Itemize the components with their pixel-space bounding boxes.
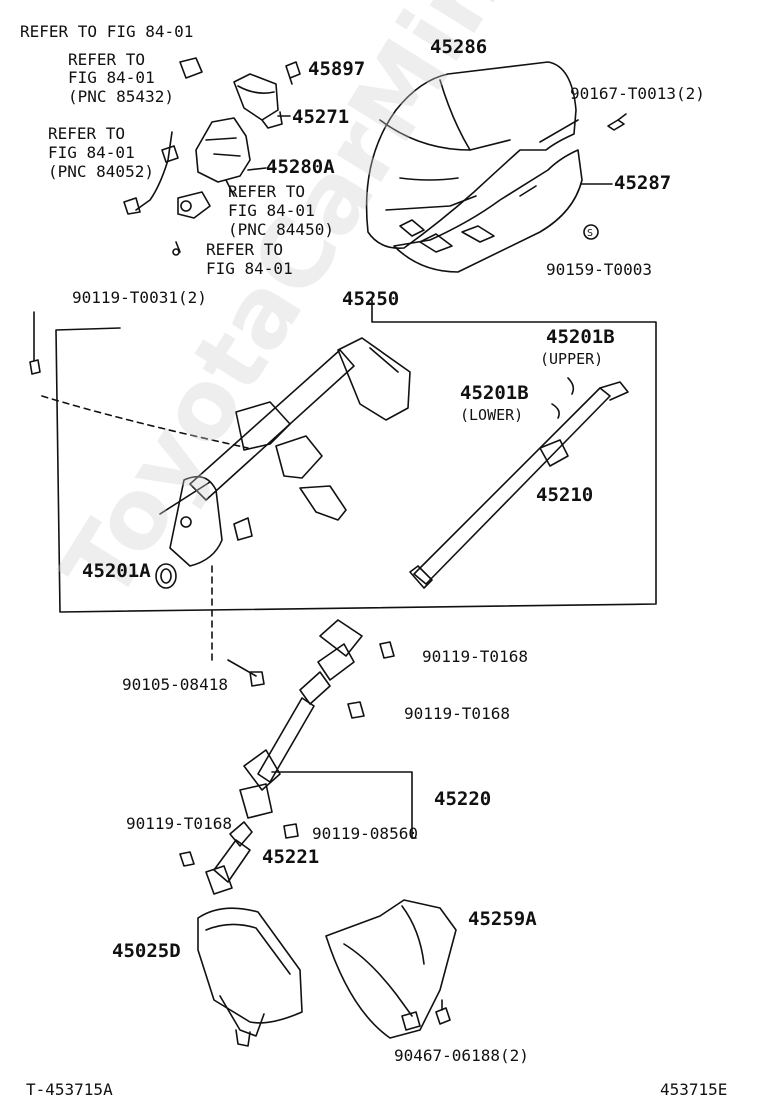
label-refer-plain-line1: REFER TO xyxy=(206,240,284,259)
steering-column-assembly xyxy=(159,337,411,567)
clip-90159-icon: S xyxy=(583,224,599,240)
bushing-45201A-icon xyxy=(155,563,177,589)
part-90119-t0031: 90119-T0031(2) xyxy=(72,288,207,307)
part-45287: 45287 xyxy=(614,172,672,194)
part-45897: 45897 xyxy=(308,58,366,80)
snap-ring-lower-icon xyxy=(551,403,560,419)
sensor-84450 xyxy=(177,191,211,219)
switch-plug xyxy=(179,57,203,79)
label-refer-85432-line1: REFER TO xyxy=(68,50,146,69)
part-90119-t0168-c: 90119-T0168 xyxy=(126,814,232,833)
label-refer-plain-line2: FIG 84-01 xyxy=(206,259,293,278)
label-refer-84052-line2: FIG 84-01 xyxy=(48,143,135,162)
label-refer-84450-line1: REFER TO xyxy=(228,182,306,201)
footer-right-code: 453715E xyxy=(660,1080,728,1099)
svg-text:S: S xyxy=(587,228,593,239)
part-45280A: 45280A xyxy=(266,156,335,178)
column-cover-lower xyxy=(393,149,583,273)
cover-45259A xyxy=(325,899,457,1039)
bolt-90119-t0168-a-icon xyxy=(379,641,395,659)
part-45201A: 45201A xyxy=(82,560,151,582)
part-90105: 90105-08418 xyxy=(122,675,228,694)
bolt-90119-t0168-b-icon xyxy=(347,701,365,719)
part-90159: 90159-T0003 xyxy=(546,260,652,279)
wire-harness xyxy=(123,131,179,215)
footer-left-code: T-453715A xyxy=(26,1080,113,1099)
column-cover-upper xyxy=(365,61,577,249)
part-90119-t0168-b: 90119-T0168 xyxy=(404,704,510,723)
boot-45025D xyxy=(197,907,303,1047)
main-shaft-45210 xyxy=(409,381,629,589)
part-90167: 90167-T0013(2) xyxy=(570,84,705,103)
bolt-90119-08560-icon xyxy=(283,823,299,839)
part-90119-08560: 90119-08560 xyxy=(312,824,418,843)
part-90467: 90467-06188(2) xyxy=(394,1046,529,1065)
part-90119-t0168-a: 90119-T0168 xyxy=(422,647,528,666)
bolt-45897-icon xyxy=(285,61,301,85)
group-box-45250 xyxy=(55,299,657,613)
label-refer-top: REFER TO FIG 84-01 xyxy=(20,22,194,41)
part-45201B-lower: 45201B xyxy=(460,382,529,404)
part-45286: 45286 xyxy=(430,36,488,58)
label-refer-85432-line3: (PNC 85432) xyxy=(68,87,174,106)
bolt-90119-t0168-c-icon xyxy=(179,851,195,867)
part-45250: 45250 xyxy=(342,288,400,310)
clip-90467-icon xyxy=(435,999,451,1025)
key-cylinder-housing xyxy=(233,73,283,129)
label-refer-84052-line3: (PNC 84052) xyxy=(48,162,154,181)
label-refer-84450-line3: (PNC 84450) xyxy=(228,220,334,239)
label-refer-84450-line2: FIG 84-01 xyxy=(228,201,315,220)
bolt-90105-icon xyxy=(227,659,265,687)
part-45271: 45271 xyxy=(292,106,350,128)
label-lower: (LOWER) xyxy=(460,406,524,424)
bolt-90119-t0031-icon xyxy=(29,311,41,375)
part-45220: 45220 xyxy=(434,788,492,810)
lower-joint-45221 xyxy=(205,821,253,895)
part-45221: 45221 xyxy=(262,846,320,868)
screw-90167-icon xyxy=(607,113,627,131)
label-refer-84052-line1: REFER TO xyxy=(48,124,126,143)
snap-ring-upper-icon xyxy=(567,377,575,395)
pin-icon xyxy=(172,241,181,256)
switch-bracket xyxy=(195,115,291,197)
label-upper: (UPPER) xyxy=(540,350,604,368)
part-45259A: 45259A xyxy=(468,908,537,930)
intermediate-shaft xyxy=(239,619,363,819)
label-refer-85432-line2: FIG 84-01 xyxy=(68,68,155,87)
part-45210: 45210 xyxy=(536,484,594,506)
part-45025D: 45025D xyxy=(112,940,181,962)
part-45201B-upper: 45201B xyxy=(546,326,615,348)
